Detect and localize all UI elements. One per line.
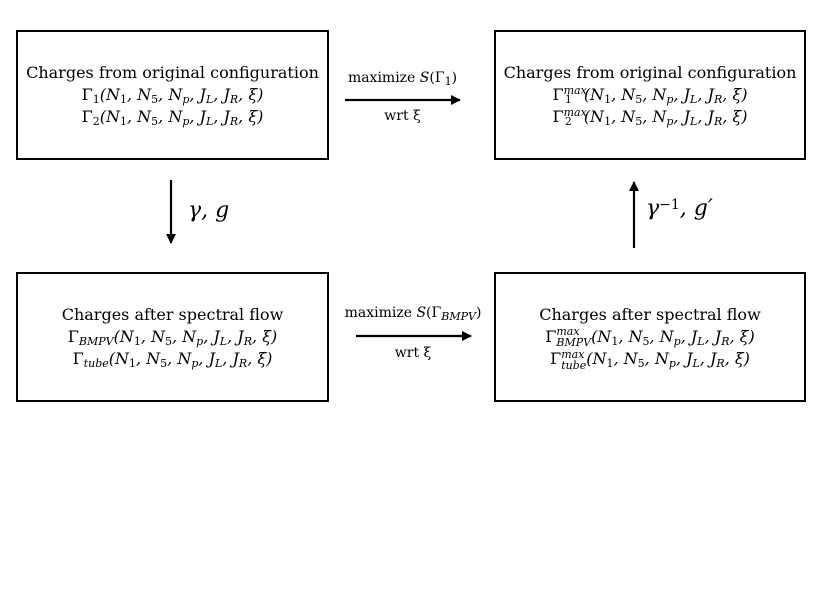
gamma-tube-equation: Γtube(N1, N5, Np, JL, JR, ξ) xyxy=(72,349,273,370)
gamma-bmpv-equation: ΓBMPV(N1, N5, Np, JL, JR, ξ) xyxy=(67,327,278,348)
gamma1-max-equation: Γmax1(N1, N5, Np, JL, JR, ξ) xyxy=(552,84,748,106)
box-title: Charges from original configuration xyxy=(26,63,319,82)
box-title: Charges after spectral flow xyxy=(539,304,761,324)
arrow-left-label: γ, g xyxy=(188,198,230,223)
box-original-config-left: Charges from original configuration Γ1(N… xyxy=(16,30,329,160)
box-title: Charges from original configuration xyxy=(503,63,797,82)
gamma2-equation: Γ2(N1, N5, Np, JL, JR, ξ) xyxy=(81,107,264,128)
gamma2-max-equation: Γmax2(N1, N5, Np, JL, JR, ξ) xyxy=(552,106,748,128)
arrow-bottom-label: maximize S(ΓBMPV) xyxy=(344,305,482,323)
box-title: Charges after spectral flow xyxy=(61,305,284,324)
arrow-top-label: maximize S(Γ1) xyxy=(347,70,458,88)
gamma1-equation: Γ1(N1, N5, Np, JL, JR, ξ) xyxy=(81,85,264,106)
box-original-config-right: Charges from original configuration Γmax… xyxy=(494,30,806,160)
arrow-bottom-sublabel: wrt ξ xyxy=(394,345,432,361)
arrow-right-label: γ−1, g′ xyxy=(646,196,713,221)
box-spectral-flow-left: Charges after spectral flow ΓBMPV(N1, N5… xyxy=(16,272,329,402)
arrow-top-sublabel: wrt ξ xyxy=(384,108,421,124)
